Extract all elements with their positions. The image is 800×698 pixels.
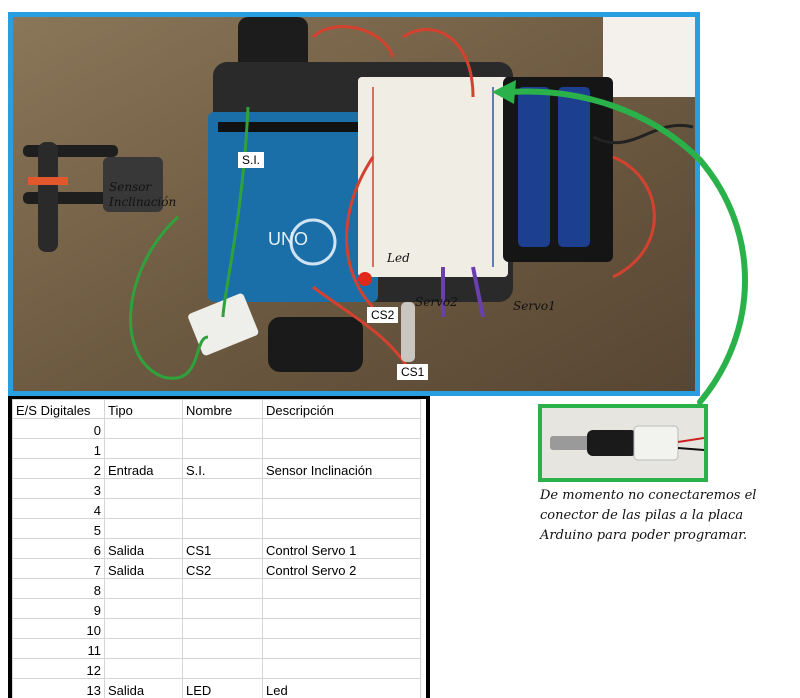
table-row: 5 [13, 519, 421, 539]
cell-nombre [183, 599, 263, 619]
cell-nombre: S.I. [183, 459, 263, 479]
cell-nombre: CS1 [183, 539, 263, 559]
table-header-row: E/S Digitales Tipo Nombre Descripción [13, 400, 421, 419]
label-si: S.I. [238, 152, 264, 168]
breadboard [358, 77, 508, 277]
label-servo1: Servo1 [513, 299, 556, 313]
label-tilt-sensor: Sensor Inclinación [109, 180, 176, 210]
cell-es-digital: 9 [13, 599, 105, 619]
cell-descripcion [263, 519, 421, 539]
table-row: 10 [13, 619, 421, 639]
cell-es-digital: 6 [13, 539, 105, 559]
table-row: 12 [13, 659, 421, 679]
table-row: 4 [13, 499, 421, 519]
cell-descripcion: Control Servo 1 [263, 539, 421, 559]
cell-nombre: LED [183, 679, 263, 698]
connector-illustration [542, 408, 704, 478]
cell-tipo: Salida [105, 679, 183, 698]
cell-descripcion [263, 419, 421, 439]
cell-nombre [183, 519, 263, 539]
cell-nombre [183, 479, 263, 499]
cell-es-digital: 2 [13, 459, 105, 479]
table-row: 1 [13, 439, 421, 459]
cell-tipo [105, 419, 183, 439]
cell-tipo [105, 599, 183, 619]
cell-descripcion [263, 479, 421, 499]
header-descripcion: Descripción [263, 400, 421, 419]
cell-tipo [105, 659, 183, 679]
header-tipo: Tipo [105, 400, 183, 419]
cell-es-digital: 3 [13, 479, 105, 499]
label-cs2: CS2 [367, 307, 398, 323]
cell-es-digital: 4 [13, 499, 105, 519]
cell-tipo [105, 639, 183, 659]
cell-nombre [183, 659, 263, 679]
cell-tipo: Salida [105, 539, 183, 559]
cell-nombre [183, 619, 263, 639]
cell-es-digital: 7 [13, 559, 105, 579]
cell-es-digital: 12 [13, 659, 105, 679]
battery-connector-photo [538, 404, 708, 482]
cell-tipo [105, 579, 183, 599]
cell-es-digital: 5 [13, 519, 105, 539]
cell-descripcion [263, 499, 421, 519]
header-es-digitales: E/S Digitales [13, 400, 105, 419]
cell-tipo [105, 439, 183, 459]
cell-nombre [183, 439, 263, 459]
table-row: 8 [13, 579, 421, 599]
cell-es-digital: 0 [13, 419, 105, 439]
cell-nombre [183, 639, 263, 659]
header-nombre: Nombre [183, 400, 263, 419]
cell-es-digital: 11 [13, 639, 105, 659]
table-row: 0 [13, 419, 421, 439]
cell-descripcion [263, 639, 421, 659]
cell-tipo [105, 499, 183, 519]
cell-tipo: Salida [105, 559, 183, 579]
cell-nombre [183, 419, 263, 439]
cell-descripcion: Control Servo 2 [263, 559, 421, 579]
cell-tipo [105, 619, 183, 639]
cell-tipo [105, 519, 183, 539]
cell-tipo [105, 479, 183, 499]
table-row: 11 [13, 639, 421, 659]
table-row: 9 [13, 599, 421, 619]
cell-es-digital: 1 [13, 439, 105, 459]
cell-descripcion: Led [263, 679, 421, 698]
cell-descripcion [263, 619, 421, 639]
svg-text:UNO: UNO [268, 229, 308, 249]
cell-descripcion [263, 439, 421, 459]
label-servo2: Servo2 [415, 295, 458, 309]
cell-descripcion [263, 579, 421, 599]
cell-descripcion [263, 599, 421, 619]
cell-nombre [183, 499, 263, 519]
table-row: 3 [13, 479, 421, 499]
robot-photo: UNO S.I. Sensor Inclinación Le [8, 12, 700, 396]
cell-nombre [183, 579, 263, 599]
label-led: Led [387, 251, 410, 265]
note-text: De momento no conectaremos el conector d… [540, 486, 770, 546]
cell-es-digital: 8 [13, 579, 105, 599]
cell-tipo: Entrada [105, 459, 183, 479]
cell-descripcion: Sensor Inclinación [263, 459, 421, 479]
cell-nombre: CS2 [183, 559, 263, 579]
label-cs1: CS1 [397, 364, 428, 380]
cell-es-digital: 13 [13, 679, 105, 698]
cell-es-digital: 10 [13, 619, 105, 639]
cell-descripcion [263, 659, 421, 679]
